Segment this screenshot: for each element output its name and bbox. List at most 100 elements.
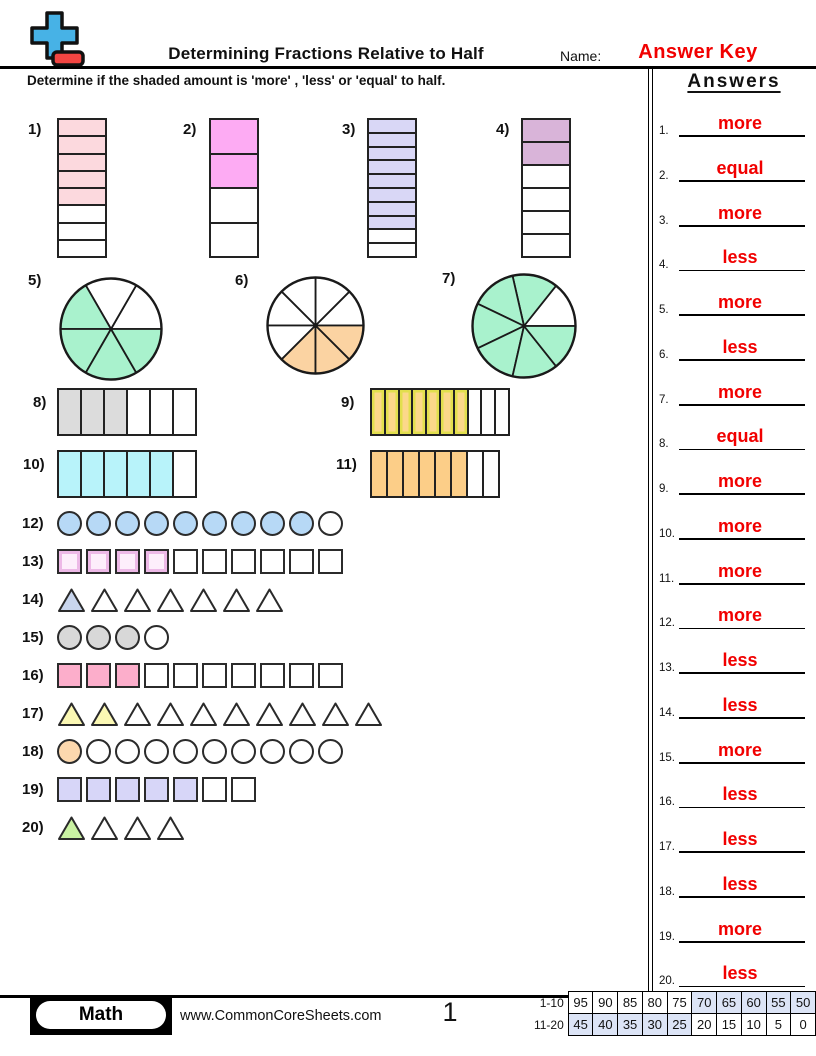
bar-segment-empty [59,238,105,256]
score-range-label: 1-10 [539,995,564,1010]
answer-row: 11.more [653,553,813,587]
score-cell: 15 [716,1013,742,1036]
circle-shape-empty [144,739,169,764]
answer-row: 10.more [653,508,813,542]
bar-segment-empty [523,164,569,187]
answer-number: 1. [659,125,669,137]
bar-segment-shaded [103,390,126,434]
answer-number: 6. [659,348,669,361]
bar-segment-shaded [149,452,172,496]
website-url: www.CommonCoreSheets.com [180,1008,382,1024]
answer-row: 13.less [653,642,813,676]
answer-value: less [722,873,758,894]
answer-blank-line [679,314,805,316]
circle-shape-shaded [57,739,82,764]
pie-outline [471,273,577,379]
circle-shape-empty [144,625,169,650]
square-shape-shaded [115,777,140,802]
question-10-number: 10) [23,456,45,473]
answer-blank-line [679,985,805,988]
square-shape-empty [318,663,343,688]
bar-segment-shaded [372,390,384,434]
bar-segment-shaded [372,452,386,496]
bar-segment-empty [172,452,195,496]
bar-segment-shaded [369,173,415,187]
square-shape-empty [202,549,227,574]
square-shape-shaded [57,663,82,688]
page-title: Determining Fractions Relative to Half [168,44,484,63]
bar-segment-empty [494,390,508,434]
answer-row: 7.more [653,374,813,408]
answer-row: 15.more [653,732,813,766]
answer-value: equal [716,157,764,178]
score-cell: 5 [765,1013,792,1036]
circle-shape-empty [231,739,256,764]
question-9-number: 9) [341,394,355,411]
bar-segment-shaded [523,120,569,141]
question-10-fraction-bar [57,450,197,498]
bar-segment-shaded [59,169,105,187]
question-9-fraction-bar [370,388,510,436]
question-4-fraction-bar [521,118,571,258]
answer-value: more [717,202,762,223]
square-shape-empty [318,549,343,574]
bar-segment-shaded [59,187,105,205]
answer-number: 20. [659,975,675,988]
question-4-number: 4) [496,121,510,138]
answer-row: 8.equal [653,418,813,452]
score-cell: 35 [617,1013,643,1036]
answer-number: 8. [659,438,669,451]
score-cell: 70 [691,991,718,1014]
bar-segment-shaded [386,452,402,496]
bar-segment-empty [59,221,105,239]
question-5-fraction-circle [58,276,164,382]
question-8-fraction-bar [57,388,197,436]
question-19-number: 19) [22,781,44,798]
question-18-number: 18) [22,743,44,760]
answer-row: 12.more [653,597,813,631]
score-range-label: 11-20 [533,1017,564,1032]
square-shape-shaded [115,663,140,688]
question-3-fraction-bar [367,118,417,258]
answer-value: less [722,963,758,984]
bar-segment-empty [126,390,149,434]
answer-value: less [722,247,758,268]
answer-value: more [717,471,762,491]
score-cell: 90 [592,991,619,1014]
question-15-shape-row [57,625,169,650]
question-5-number: 5) [28,272,42,289]
bar-segment-shaded [411,390,426,434]
bar-segment-empty [172,390,195,434]
answer-number: 17. [659,841,675,853]
answer-number: 10. [659,527,675,540]
answers-heading: Answers [687,71,781,92]
circle-shape-shaded [144,511,169,536]
score-cell: 30 [641,1013,668,1036]
page-number: 1 [442,997,458,1027]
bar-segment-shaded [59,152,105,170]
question-8-number: 8) [33,394,47,411]
fraction-pie [266,276,365,375]
question-11-number: 11) [336,456,357,473]
bar-segment-shaded [59,135,105,153]
bar-segment-shaded [369,120,415,132]
question-16-number: 16) [22,667,44,684]
triangle-shape-empty [256,702,283,726]
pie-outline [266,276,365,375]
score-cell: 65 [716,991,742,1014]
answer-value: less [722,694,758,715]
question-17-shape-row [57,701,383,727]
question-14-number: 14) [22,591,44,608]
circle-shape-shaded [57,511,82,536]
answer-row: 18.less [653,866,813,900]
triangle-shape-empty [157,702,184,726]
square-shape-empty [289,663,314,688]
answer-number: 14. [659,706,675,719]
circle-shape-empty [318,511,343,536]
triangle-shape-empty [91,588,118,612]
answer-number: 13. [659,662,675,674]
answer-blank-line [679,627,805,630]
minus-icon [51,50,85,67]
question-12-number: 12) [22,515,44,532]
